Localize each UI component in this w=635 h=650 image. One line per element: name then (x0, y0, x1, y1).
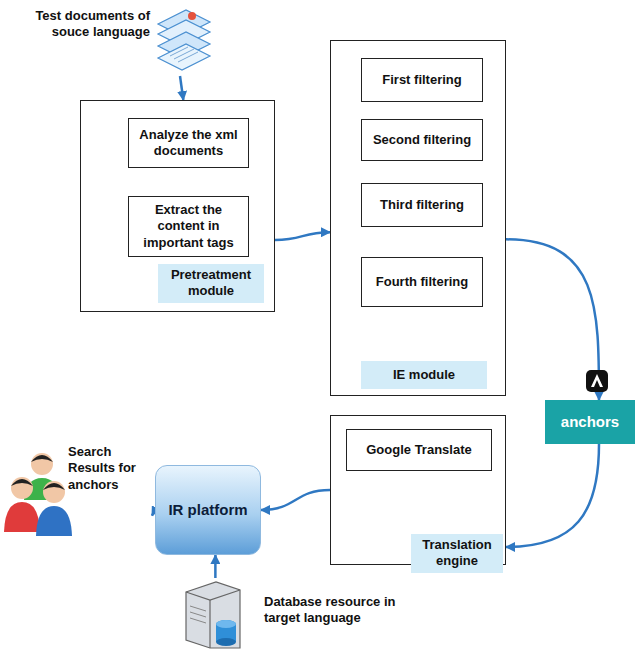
module-frame: Pretreatment module Analyze the xml docum… (80, 100, 275, 312)
node-label: Search Results for anchors (68, 444, 152, 493)
process-box: First filtering (361, 58, 483, 102)
node-label: Database resource in target language (264, 594, 396, 627)
process-box: Google Translate (346, 429, 492, 471)
module-label-band: IE module (361, 361, 487, 389)
process-box: Fourth filtering (361, 257, 483, 307)
node-label: Second filtering (373, 132, 471, 148)
flow-arrow (506, 444, 599, 547)
database-server: Database resource in target language (178, 578, 398, 648)
flow-arrow (506, 239, 599, 400)
node-label: Third filtering (380, 197, 464, 213)
user-group: Search Results for anchors (2, 440, 152, 545)
node-label: IR platform (168, 501, 247, 520)
process-box: Extract the content in important tags (128, 196, 249, 257)
anchor-box: anchors (545, 400, 635, 444)
server-icon (178, 578, 248, 650)
flow-arrow (275, 232, 330, 240)
node-label: Google Translate (366, 442, 471, 458)
node-label: First filtering (382, 72, 461, 88)
node-label: Analyze the xml documents (135, 127, 242, 160)
document-source: Test documents of souce language (20, 2, 220, 76)
node-label: Test documents of souce language (20, 8, 150, 41)
module-frame: IE module First filteringSecond filtering… (330, 40, 506, 396)
platform-box: IR platform (155, 465, 261, 555)
anchor-icon (586, 370, 608, 392)
node-label: IE module (393, 367, 455, 383)
process-box: Second filtering (361, 119, 483, 161)
flow-arrow (180, 76, 183, 100)
node-label: Pretreatment module (162, 267, 260, 300)
node-label: Fourth filtering (376, 274, 468, 290)
node-label: anchors (561, 413, 619, 432)
flow-arrow (214, 555, 217, 578)
flow-arrow (261, 490, 330, 510)
people-icon (2, 448, 74, 540)
module-label-band: Pretreatment module (158, 264, 264, 303)
document-stack-icon (148, 2, 218, 74)
module-label-band: Translation engine (411, 534, 503, 573)
process-box: Third filtering (361, 183, 483, 227)
module-frame: Translation engineGoogle Translate (330, 415, 506, 565)
process-box: Analyze the xml documents (128, 118, 249, 168)
node-label: Extract the content in important tags (135, 202, 242, 251)
node-label: Translation engine (415, 537, 499, 570)
